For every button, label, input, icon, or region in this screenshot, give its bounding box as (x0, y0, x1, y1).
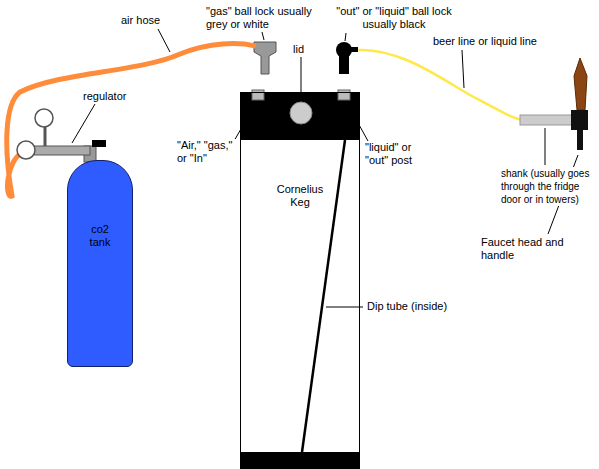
gas-post-label: "Air," "gas," or "In" (176, 139, 240, 165)
hose-label: air hose (120, 14, 182, 27)
leader-line (462, 50, 464, 88)
liquid-ball-lock-stem (339, 54, 349, 74)
leader-line (158, 29, 170, 52)
pressure-gauge (17, 141, 35, 159)
faucet-handle (574, 58, 587, 110)
regulator-handle (92, 140, 106, 147)
node-text: co2 tank (83, 223, 117, 249)
gas-lock-label: "gas" ball lock usually grey or white (205, 5, 319, 31)
faucet-spout (577, 130, 583, 150)
leader-line (234, 103, 256, 141)
dip-tube-label: Dip tube (inside) (366, 300, 468, 313)
faucet-body (571, 110, 588, 130)
leader-line (347, 103, 368, 141)
co2-tank: co2 tank (67, 160, 133, 367)
lid-label: lid (292, 43, 314, 56)
leader-line (545, 128, 546, 165)
liquid-post-label: "liquid" or "out" post (364, 141, 438, 167)
leader-line (262, 32, 264, 40)
leader-line (345, 33, 346, 41)
gauge-stem (44, 126, 47, 146)
gas-ball-lock (254, 42, 276, 74)
shank-label: shank (usually goes through the fridge d… (500, 167, 596, 206)
leader-line (72, 104, 95, 143)
beer-line (358, 50, 522, 120)
liquid-ball-lock-barb (350, 47, 358, 52)
air-hose (7, 44, 256, 197)
regulator-label: regulator (82, 90, 144, 103)
leader-line (326, 307, 363, 308)
line-label: beer line or liquid line (432, 35, 574, 48)
node-text: Cornelius Keg (270, 183, 330, 209)
keg-lid (290, 102, 312, 124)
keg-body: Cornelius Keg (240, 92, 360, 469)
keg-bottom-band (240, 452, 360, 469)
shank (520, 115, 572, 125)
liquid-lock-label: "out" or "liquid" ball lock usually blac… (318, 5, 470, 31)
pressure-gauge (35, 109, 53, 127)
faucet-label: Faucet head and handle (480, 236, 574, 262)
regulator-body (34, 146, 90, 155)
